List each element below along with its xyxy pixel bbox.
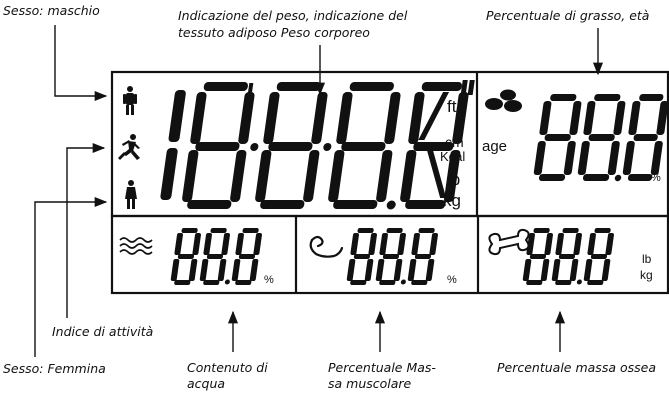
- female-figure-icon: [125, 180, 137, 209]
- bone-digits: [522, 228, 614, 285]
- lcd-frame: [110, 70, 669, 295]
- label-muscle-mass-1: Percentuale Mas-: [328, 360, 436, 375]
- fat-blobs-icon: [485, 89, 522, 112]
- fat-digits: [533, 94, 669, 182]
- water-unit: %: [264, 274, 274, 286]
- male-figure-icon: [123, 86, 137, 115]
- label-weight-indication-2: tessuto adiposo Peso corporeo: [178, 25, 370, 40]
- fat-age-label: age: [482, 138, 507, 155]
- label-gender-male: Sesso: maschio: [3, 3, 100, 18]
- label-activity-index: Indice di attività: [52, 324, 154, 339]
- water-waves-icon: [119, 237, 153, 255]
- bone-unit-kg: kg: [640, 268, 653, 282]
- digit-8-b: [255, 82, 328, 209]
- arrow-female: [34, 196, 108, 357]
- digit-8-a: [182, 82, 255, 209]
- callout-arrows: [34, 25, 604, 357]
- muscle-unit: %: [447, 274, 457, 286]
- digit-segment-group: [160, 90, 186, 200]
- digit-8-c: [328, 82, 401, 209]
- unit-cm: cm: [445, 134, 464, 150]
- muscle-digits: [346, 228, 438, 285]
- water-digits: [170, 228, 262, 285]
- label-bone-mass: Percentuale massa ossea: [497, 360, 656, 375]
- main-weight-digits: [160, 80, 475, 210]
- running-figure-icon: [118, 134, 140, 160]
- label-fat-percentage: Percentuale di grasso, età: [486, 8, 650, 23]
- arrow-male: [54, 25, 108, 102]
- bone-unit-lb: lb: [642, 252, 652, 266]
- unit-ft: ft: [447, 97, 457, 116]
- label-water-content-1: Contenuto di: [187, 360, 268, 375]
- label-weight-indication: Indicazione del peso, indicazione del: [178, 8, 408, 23]
- label-muscle-mass-2: sa muscolare: [328, 376, 412, 391]
- label-gender-female: Sesso: Femmina: [3, 361, 106, 376]
- unit-kcal: Kcal: [440, 149, 465, 164]
- arrow-activity: [66, 142, 106, 318]
- unit-lb: lb: [447, 170, 460, 189]
- label-water-content-2: acqua: [187, 376, 226, 391]
- muscle-arm-icon: [309, 235, 344, 258]
- bone-icon: [488, 228, 530, 256]
- fat-unit: %: [651, 172, 661, 184]
- unit-kg: kg: [443, 191, 461, 210]
- digit-8-d: [400, 82, 469, 209]
